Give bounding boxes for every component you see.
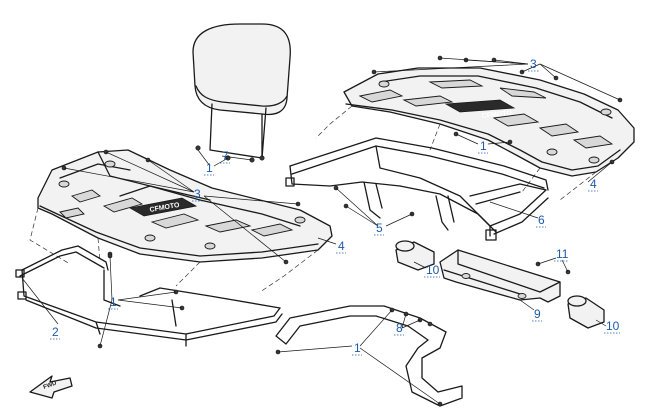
- spacer-tube-right: [567, 295, 605, 329]
- callout-4-front: 4: [338, 239, 345, 253]
- backrest-cushion: [192, 23, 291, 159]
- callout-5: 5: [376, 221, 383, 235]
- callout-1-rear: 1: [480, 139, 487, 153]
- callout-7: 7: [222, 149, 229, 163]
- callout-4-rear: 4: [590, 177, 597, 191]
- callout-8: 8: [396, 321, 403, 335]
- mounting-bracket: [439, 249, 561, 303]
- fwd-label: FWD: [43, 380, 59, 391]
- rear-rack-dash-lines: [315, 105, 597, 201]
- front-rack-panel: CFMOTO: [37, 149, 333, 263]
- callout-9: 9: [534, 307, 541, 321]
- forward-direction-icon: FWD: [29, 375, 73, 399]
- rear-rack-panel: CFMOTO: [343, 67, 635, 177]
- callout-11: 11: [556, 247, 569, 261]
- callout-underlines: [50, 70, 620, 356]
- grab-bar-tube: [275, 305, 463, 407]
- backrest-bolts: [195, 145, 265, 163]
- callout-labels: 3 1 4 5 6 7 1 3 4 1 2 8 1 11 9 10 10: [52, 57, 620, 355]
- spacer-tube-left: [395, 240, 435, 271]
- callout-10-right: 10: [606, 319, 620, 333]
- callout-1-front: 1: [110, 295, 117, 309]
- callout-6: 6: [538, 213, 545, 227]
- callout-1-backrest: 1: [206, 161, 213, 175]
- callout-3-rear: 3: [530, 57, 537, 71]
- rear-rack-frame: [285, 137, 549, 241]
- callout-10-left: 10: [426, 263, 440, 277]
- callout-3-front: 3: [194, 187, 201, 201]
- callout-2: 2: [52, 325, 59, 339]
- hardware-bolts-11: [535, 261, 571, 275]
- svg-text:CFMOTO: CFMOTO: [481, 110, 512, 120]
- front-rack-frame: [15, 245, 283, 347]
- callout-1-grabbar: 1: [354, 341, 361, 355]
- leader-lines: [21, 57, 621, 405]
